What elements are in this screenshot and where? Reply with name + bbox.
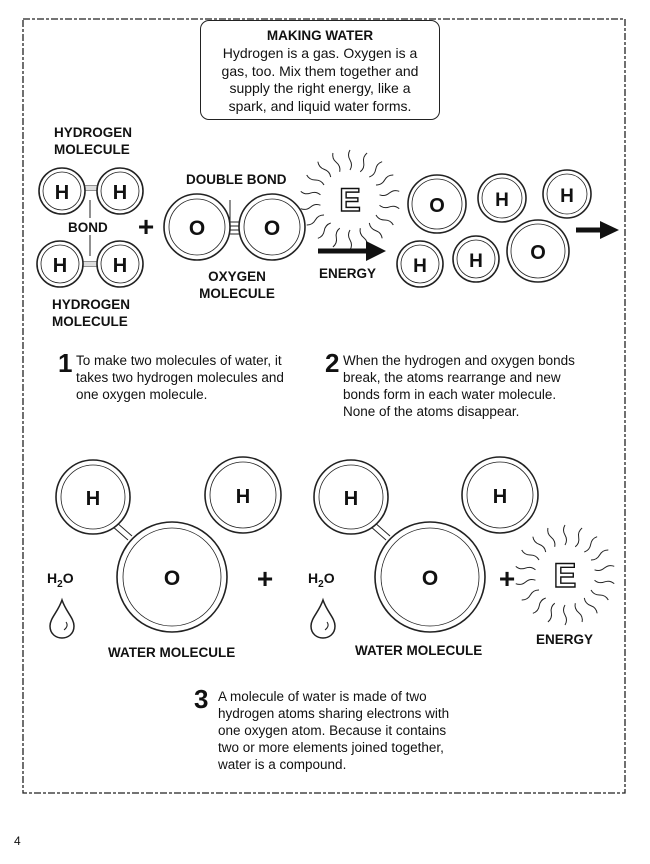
step-3-number: 3 [194, 684, 209, 714]
atom-h: H [493, 486, 507, 508]
step-2-number: 2 [325, 348, 340, 378]
water-molecule-1: H H O [55, 456, 282, 633]
atom-o: O [189, 217, 205, 240]
bond-label: BOND [68, 220, 108, 235]
atom-h: H [413, 256, 427, 277]
info-box-text: Hydrogen is a gas. Oxygen is a gas, too.… [221, 45, 419, 114]
page-number: 4 [14, 834, 21, 848]
atom-h: H [53, 255, 67, 277]
energy-letter: E [554, 557, 577, 595]
water-molecule-2: H H O [313, 456, 539, 633]
formula-h: H [308, 570, 319, 586]
formula-o: O [62, 570, 74, 586]
energy-label: ENERGY [319, 266, 377, 281]
atom-h: H [86, 488, 100, 510]
separated-atoms: O H H H H O [396, 169, 592, 288]
atom-o: O [530, 242, 546, 264]
step-2-text: When the hydrogen and oxygen bonds break… [343, 353, 575, 419]
atom-o: O [422, 567, 438, 590]
water-drop-icon [49, 597, 75, 639]
hydrogen-molecule-top: H H [38, 167, 144, 215]
atom-o: O [164, 567, 180, 590]
energy-burst-2: E [514, 524, 616, 626]
formula-subscript: 2 [318, 578, 324, 590]
atom-h: H [495, 190, 509, 211]
energy-burst-1: E [299, 149, 401, 251]
h2o-formula: H2O [47, 570, 74, 593]
atom-o: O [429, 195, 445, 217]
plus-sign: + [499, 563, 515, 594]
step-3-text: A molecule of water is made of two hydro… [218, 689, 450, 772]
reaction-arrow-1 [318, 241, 386, 261]
step-1-number: 1 [58, 348, 73, 378]
formula-subscript: 2 [57, 578, 63, 590]
reaction-arrow-2 [576, 221, 619, 239]
formula-o: O [323, 570, 335, 586]
h2o-formula: H2O [308, 570, 335, 593]
hydrogen-molecule-label: HYDROGEN MOLECULE [52, 297, 131, 329]
plus-sign: + [257, 563, 273, 594]
info-box: MAKING WATER Hydrogen is a gas. Oxygen i… [200, 20, 440, 120]
water-molecule-label: WATER MOLECULE [108, 645, 236, 660]
plus-sign: + [138, 211, 154, 242]
hydrogen-molecule-bottom: H H [36, 240, 144, 288]
atom-h: H [469, 251, 483, 272]
page-border [22, 18, 626, 794]
energy-label: ENERGY [536, 632, 594, 647]
atom-o: O [264, 217, 280, 240]
water-molecule-label: WATER MOLECULE [355, 643, 483, 658]
energy-letter: E [339, 182, 360, 218]
atom-h: H [113, 255, 127, 277]
atom-h: H [560, 186, 574, 207]
oxygen-molecule: O O [163, 193, 306, 261]
oxygen-molecule-label: OXYGEN MOLECULE [199, 269, 275, 301]
water-drop-icon [310, 597, 336, 639]
double-bond-label: DOUBLE BOND [186, 172, 287, 187]
info-box-title: MAKING WATER [266, 28, 374, 43]
hydrogen-molecule-label: HYDROGEN MOLECULE [54, 125, 133, 157]
step-1-text: To make two molecules of water, it takes… [76, 353, 284, 402]
atom-h: H [344, 488, 358, 510]
formula-h: H [47, 570, 58, 586]
atom-h: H [113, 182, 127, 204]
atom-h: H [55, 182, 69, 204]
atom-h: H [236, 486, 250, 508]
